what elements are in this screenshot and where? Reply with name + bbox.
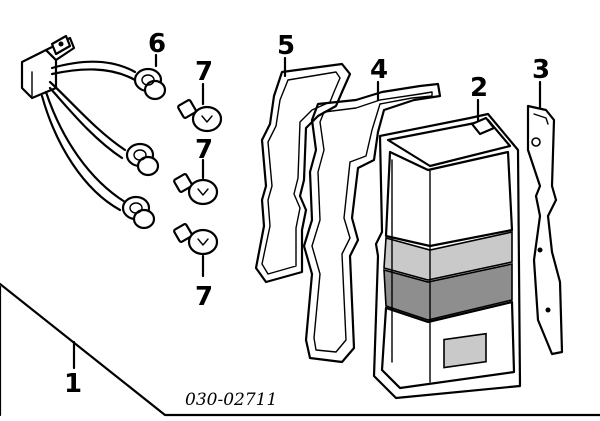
- callout-6: 6: [148, 29, 166, 59]
- callout-6-group: 6: [148, 29, 166, 68]
- socket-top: [133, 67, 167, 101]
- callout-2: 2: [470, 73, 488, 103]
- harness-icon: [20, 34, 137, 212]
- callout-5: 5: [277, 31, 295, 61]
- callout-1-group: 1: [64, 340, 82, 399]
- callout-7-top: 7: [195, 57, 213, 87]
- base-outline: [0, 282, 600, 417]
- gasket-icon: [302, 82, 442, 364]
- callout-7-bottom: 7: [195, 282, 213, 312]
- socket-middle: [125, 142, 160, 177]
- callout-1: 1: [64, 369, 82, 399]
- callout-7-middle: 7: [195, 135, 213, 165]
- bulb-middle: [173, 173, 219, 206]
- part-number: 030-02711: [185, 390, 277, 410]
- callout-7-groups: 7 7 7: [195, 57, 213, 312]
- seal-icon: [254, 62, 352, 284]
- socket-icon: [121, 67, 167, 230]
- bracket-icon: [526, 104, 564, 356]
- callout-3: 3: [532, 55, 550, 85]
- bulb-top: [177, 99, 223, 133]
- socket-bottom: [121, 195, 156, 230]
- callout-4-group: 4: [370, 55, 388, 102]
- tail-lamp-icon: [372, 112, 522, 400]
- bulb-icon: [173, 99, 223, 256]
- bulb-bottom: [173, 223, 219, 256]
- callout-3-group: 3: [532, 55, 550, 110]
- callout-5-group: 5: [277, 31, 295, 78]
- callout-2-group: 2: [470, 73, 488, 122]
- callout-4: 4: [370, 55, 388, 85]
